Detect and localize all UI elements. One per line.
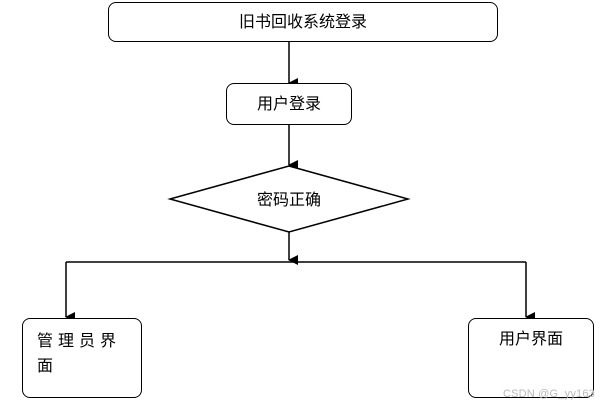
node-user-interface: 用户界面 [468, 318, 594, 398]
node-user-interface-label: 用户界面 [498, 329, 563, 348]
node-user-login: 用户登录 [226, 83, 352, 125]
node-system-login-title: 旧书回收系统登录 [108, 2, 498, 42]
node-user-login-label: 用户登录 [256, 93, 321, 113]
node-admin-interface-label: 管理员界面 [37, 331, 122, 375]
node-system-login-title-label: 旧书回收系统登录 [238, 11, 367, 31]
watermark-text: CSDN @G_yy163 [502, 388, 595, 400]
node-admin-interface: 管理员界面 [22, 318, 142, 398]
decision-password-correct-label: 密码正确 [256, 190, 321, 209]
